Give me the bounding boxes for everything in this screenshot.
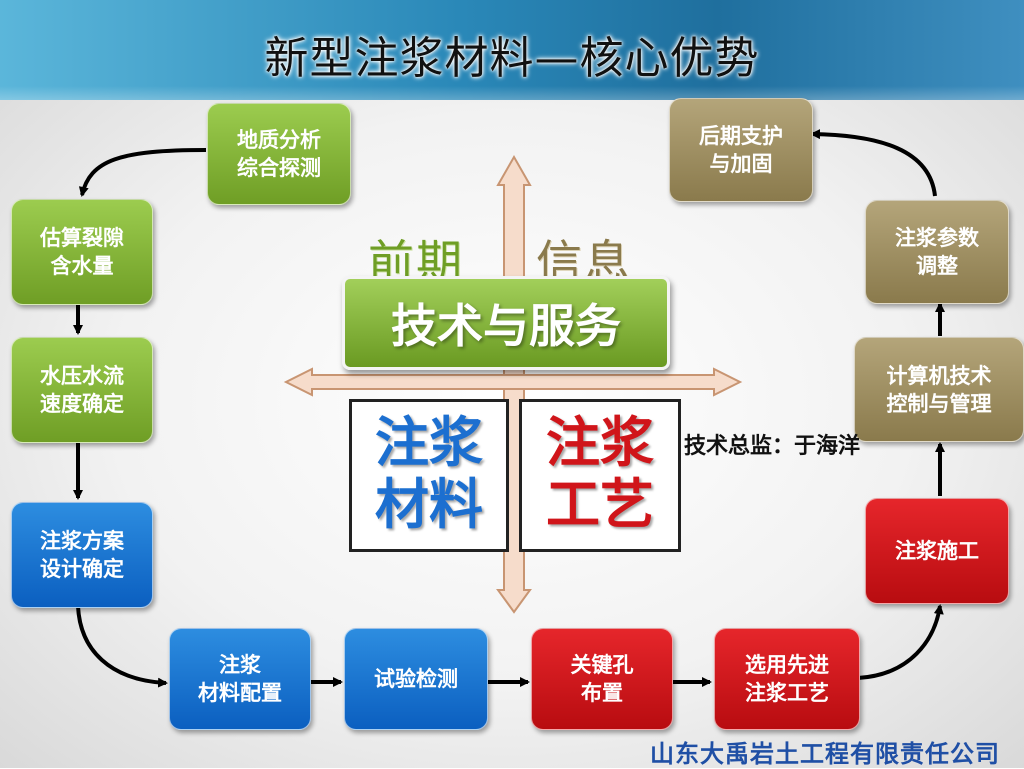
process-text: 注浆 工艺 [546,411,654,536]
box-test[interactable]: 试验检测 [344,628,488,730]
box-construction[interactable]: 注浆施工 [865,498,1009,604]
box-plan[interactable]: 注浆方案 设计确定 [11,502,153,608]
box-material-config[interactable]: 注浆 材料配置 [169,628,311,730]
header-bar [0,0,1024,100]
service-banner: 技术与服务 [342,276,670,370]
supervisor-label: 技术总监：于海洋 [684,434,861,459]
material-text: 注浆 材料 [375,411,483,536]
box-param[interactable]: 注浆参数 调整 [865,200,1009,304]
box-select-process[interactable]: 选用先进 注浆工艺 [714,628,860,730]
material-frame: 注浆 材料 [349,399,509,552]
process-frame: 注浆 工艺 [519,399,681,552]
header-shade [0,86,1024,100]
box-geology[interactable]: 地质分析 综合探测 [207,103,351,205]
box-computer[interactable]: 计算机技术 控制与管理 [854,337,1024,442]
box-support[interactable]: 后期支护 与加固 [669,98,813,202]
box-key-hole[interactable]: 关键孔 布置 [531,628,673,730]
box-estimate[interactable]: 估算裂隙 含水量 [11,199,153,305]
cycle-arrows [73,129,945,688]
company-name: 山东大禹岩土工程有限责任公司 [650,740,1000,768]
box-pressure[interactable]: 水压水流 速度确定 [11,337,153,443]
page-title: 新型注浆材料—核心优势 [264,33,760,84]
